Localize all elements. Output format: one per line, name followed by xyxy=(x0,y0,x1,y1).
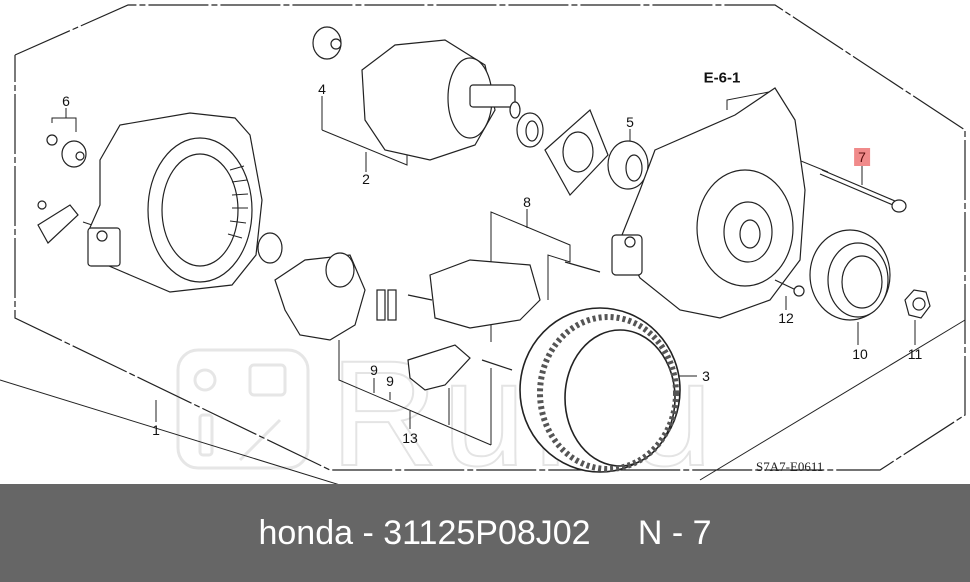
part-bearing xyxy=(516,108,649,197)
part-stator xyxy=(519,307,681,473)
callout-6[interactable]: 6 xyxy=(62,93,70,109)
parts-diagram: Ru.ru xyxy=(0,4,966,489)
part-rotor xyxy=(312,26,521,161)
callout-3[interactable]: 3 xyxy=(702,368,710,384)
callout-9a[interactable]: 9 xyxy=(370,362,378,378)
part-pulley xyxy=(774,229,931,321)
part-through-bolt xyxy=(819,169,907,213)
callout-13[interactable]: 13 xyxy=(402,430,418,446)
part-info-footer: honda - 31125P08J02 N - 7 xyxy=(0,484,970,582)
frame-outline xyxy=(14,4,966,471)
diagram-code: S7A7-E0611 xyxy=(756,459,824,474)
diagram-drawing xyxy=(0,4,966,484)
callout-1[interactable]: 1 xyxy=(152,422,160,438)
callout-9b[interactable]: 9 xyxy=(386,373,394,389)
watermark-logo-icon xyxy=(176,348,310,470)
callout-7-highlighted[interactable]: 7 xyxy=(854,148,870,166)
callout-2[interactable]: 2 xyxy=(362,171,370,187)
callout-10[interactable]: 10 xyxy=(852,346,868,362)
callout-11[interactable]: 11 xyxy=(907,346,923,362)
part-front-housing xyxy=(611,87,806,319)
callout-4[interactable]: 4 xyxy=(318,81,326,97)
part-rear-housing xyxy=(87,112,263,293)
ref-label-e-6-1[interactable]: E-6-1 xyxy=(703,69,741,87)
callout-5[interactable]: 5 xyxy=(626,114,634,130)
part-brush-holder xyxy=(257,232,601,391)
part-number-caption: honda - 31125P08J02 N - 7 xyxy=(258,513,712,552)
callout-8[interactable]: 8 xyxy=(523,194,531,210)
part-insulator xyxy=(37,134,87,244)
callout-12[interactable]: 12 xyxy=(778,310,794,326)
